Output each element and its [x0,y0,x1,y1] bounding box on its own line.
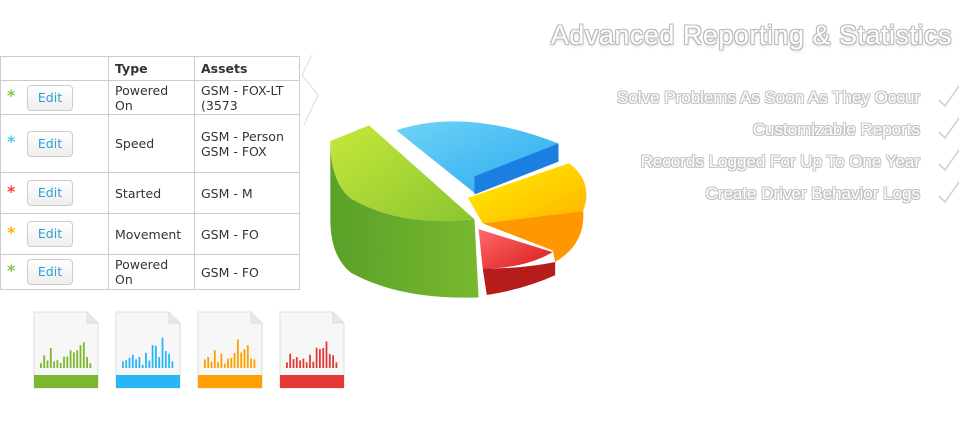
asterisk-icon: * [7,181,16,201]
assets-cell: GSM - M [194,172,300,214]
report-file-icon [197,311,263,389]
feature-text: Records Logged For Up To One Year [640,152,920,171]
type-cell: Movement [108,213,195,255]
asset-line: GSM - Person [201,128,284,144]
pie-slice-yellow [467,163,587,224]
torn-edge [300,55,319,295]
type-cell: Started [108,172,195,214]
edit-button[interactable]: Edit [27,130,73,157]
pie-slice-red-side [482,262,556,295]
feature-item: Customizable Reports [753,120,920,140]
pie-slice-yellow-side [482,211,584,263]
feature-item: Create Driver Behavior Logs [706,184,920,204]
type-cell: Powered On [108,254,195,290]
report-file-icon [279,311,345,389]
feature-text: Solve Problems As Soon As They Occur [617,88,920,107]
assets-cell: GSM - FOX-LT (3573 [194,80,300,115]
header-assets: Assets [194,56,300,81]
edit-button[interactable]: Edit [27,221,73,247]
pie-slice-red [478,229,553,269]
feature-text: Customizable Reports [752,120,920,139]
feature-text: Create Driver Behavior Logs [705,184,920,203]
assets-cell: GSM - FO [194,213,300,255]
pie-slice-green-side [330,141,479,298]
asset-line: GSM - FOX [201,143,267,159]
asterisk-icon: * [7,260,16,280]
edit-button[interactable]: Edit [27,259,73,285]
pie-slice-blue-side [474,143,559,195]
report-file-icon [33,311,99,389]
header-type: Type [108,56,195,81]
edit-button[interactable]: Edit [27,180,73,206]
edit-button[interactable]: Edit [27,84,73,111]
assets-cell: GSM - FO [194,254,300,290]
type-cell: Speed [108,114,195,173]
feature-item: Solve Problems As Soon As They Occur [617,88,920,108]
asterisk-icon: * [7,222,16,242]
asterisk-icon: * [7,132,16,151]
feature-item: Records Logged For Up To One Year [641,152,920,172]
pie-chart-illustration [330,121,587,298]
asterisk-icon: * [7,86,16,105]
type-cell: Powered On [108,80,195,115]
page-title: Advanced Reporting & Statistics [550,20,952,50]
report-file-icon [115,311,181,389]
pie-slice-green [330,125,475,222]
check-icons [938,86,960,204]
